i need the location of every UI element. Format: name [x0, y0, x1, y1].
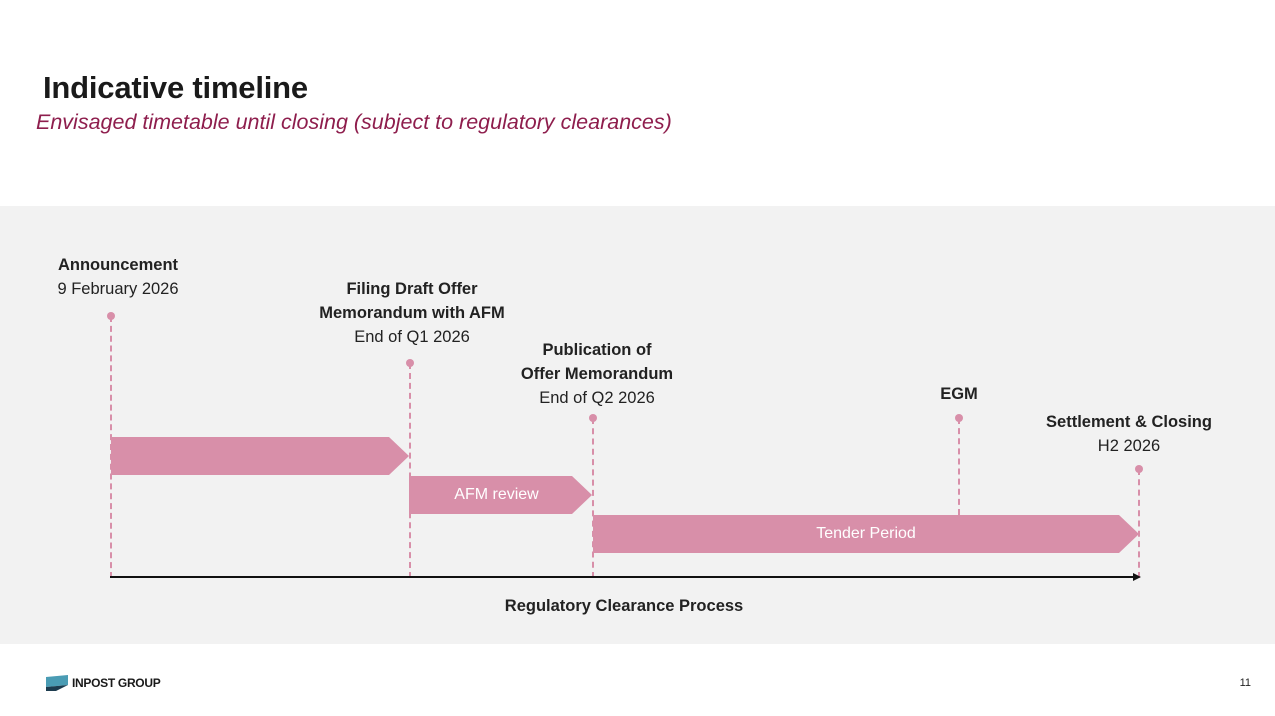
logo-text: INPOST GROUP [72, 676, 161, 690]
inpost-logo: INPOST GROUP [46, 675, 161, 691]
milestone-name-line-1: Filing Draft Offer [346, 280, 478, 298]
page-title: Indicative timeline [43, 70, 308, 105]
inpost-logo-icon [46, 675, 68, 691]
milestone-dot-settlement-closing [1135, 465, 1143, 473]
timeline-axis [110, 576, 1134, 578]
milestone-egm: EGM [940, 382, 978, 406]
milestone-dot-announcement [107, 312, 115, 320]
milestone-dot-egm [955, 414, 963, 422]
phase-arrow-pre-filing [111, 437, 409, 475]
milestone-settlement-closing: Settlement & Closing H2 2026 [1046, 410, 1212, 458]
milestone-publication: Publication of Offer Memorandum End of Q… [521, 338, 673, 410]
page-subtitle: Envisaged timetable until closing (subje… [36, 110, 672, 134]
milestone-dot-filing-draft [406, 359, 414, 367]
milestone-date: End of Q2 2026 [539, 389, 655, 407]
phase-label: AFM review [454, 486, 539, 503]
timeline-panel [0, 206, 1275, 644]
milestone-name: Announcement [57, 256, 179, 274]
milestone-line-egm [958, 418, 960, 515]
milestone-name-line-2: Offer Memorandum [520, 365, 674, 383]
milestone-date: End of Q1 2026 [354, 328, 470, 346]
milestone-name-line-1: Publication of [542, 341, 652, 359]
milestone-name-line-2: Memorandum with AFM [319, 304, 505, 322]
milestone-line-publication [592, 418, 594, 578]
milestone-date: H2 2026 [1097, 437, 1161, 455]
axis-label: Regulatory Clearance Process [504, 597, 744, 615]
timeline-axis-arrowhead [1133, 573, 1141, 581]
phase-arrow-afm-review: AFM review [409, 476, 592, 514]
milestone-dot-publication [589, 414, 597, 422]
milestone-date: 9 February 2026 [57, 280, 179, 298]
milestone-name: Settlement & Closing [1046, 413, 1212, 431]
milestone-line-settlement-closing [1138, 469, 1140, 578]
page-number: 11 [1239, 677, 1251, 689]
milestone-name: EGM [940, 385, 978, 403]
phase-label: Tender Period [816, 525, 916, 542]
milestone-filing-draft: Filing Draft Offer Memorandum with AFM E… [319, 277, 504, 349]
phase-arrow-tender-period: Tender Period [593, 515, 1139, 553]
milestone-line-filing-draft [409, 363, 411, 578]
milestone-announcement: Announcement 9 February 2026 [57, 253, 178, 301]
